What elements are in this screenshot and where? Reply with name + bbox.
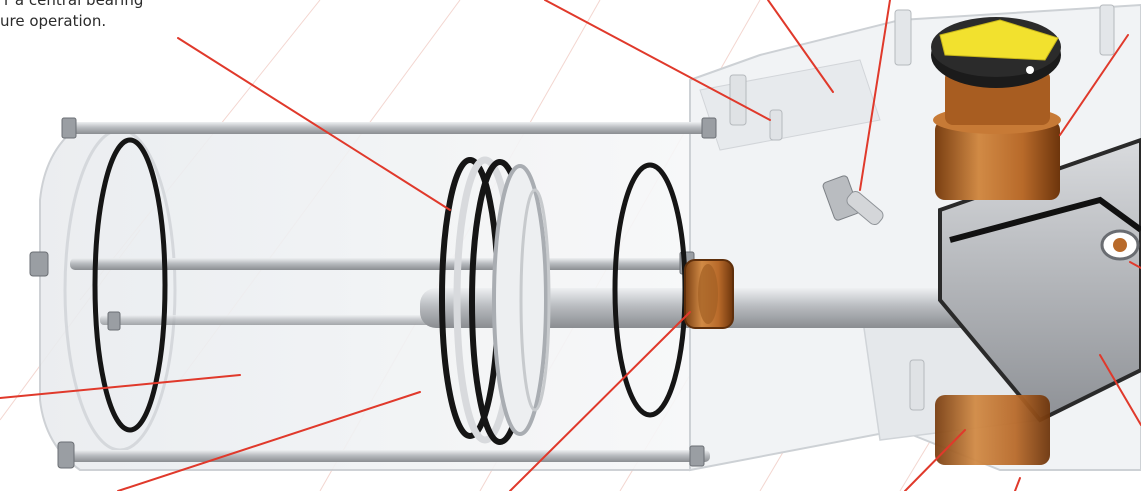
drive-bushings xyxy=(933,70,1061,465)
housing-screw xyxy=(822,175,884,226)
caption-line-2: ure operation. xyxy=(0,12,107,30)
piston-assembly xyxy=(439,156,551,445)
caption-text: r a central bearing ure operation. xyxy=(0,0,200,32)
drive-yoke xyxy=(938,137,1141,423)
position-indicator xyxy=(931,17,1061,88)
central-bearing xyxy=(684,259,734,329)
caption-line-1: r a central bearing xyxy=(4,0,144,9)
